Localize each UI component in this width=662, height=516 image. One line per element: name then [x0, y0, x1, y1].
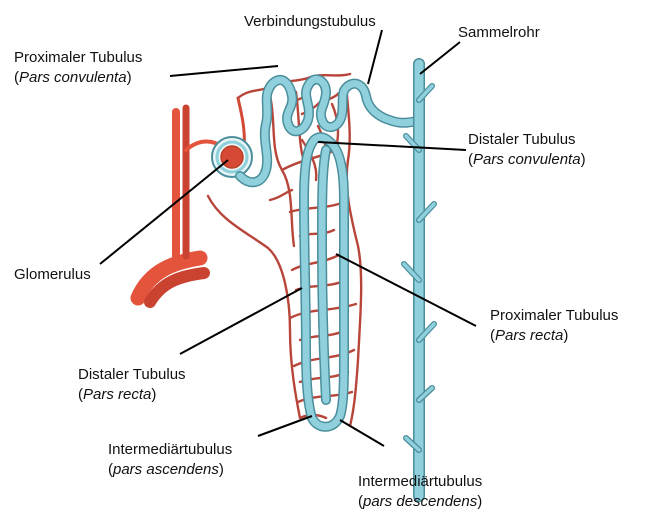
intermediate-descending-name: Intermediärtubulus — [358, 472, 482, 492]
proximal-convoluted-name: Proximaler Tubulus — [14, 48, 142, 68]
distal-straight-part: (Pars recta) — [78, 385, 186, 405]
intermediate-ascending-part: (pars ascendens) — [108, 460, 232, 480]
leader-distal-straight — [180, 288, 302, 354]
proximal-convoluted-part: (Pars convulenta) — [14, 68, 142, 88]
verbindungstubulus-name: Verbindungstubulus — [244, 13, 376, 30]
leader-intermediate-descending — [340, 420, 384, 446]
glomerulus-tuft — [221, 146, 243, 168]
label-glomerulus: Glomerulus — [14, 265, 91, 285]
leader-intermediate-ascending — [258, 416, 312, 436]
label-distal-straight: Distaler Tubulus (Pars recta) — [78, 365, 186, 405]
intermediate-ascending-name: Intermediärtubulus — [108, 440, 232, 460]
leader-sammelrohr — [420, 42, 460, 74]
sammelrohr-name: Sammelrohr — [458, 24, 540, 41]
glomerulus-name: Glomerulus — [14, 266, 91, 283]
label-proximal-convoluted: Proximaler Tubulus (Pars convulenta) — [14, 48, 142, 88]
label-intermediate-descending: Intermediärtubulus (pars descendens) — [358, 472, 482, 512]
intermediate-descending-part: (pars descendens) — [358, 492, 482, 512]
leader-glomerulus — [100, 160, 228, 264]
label-verbindungstubulus: Verbindungstubulus — [244, 12, 376, 32]
label-distal-convoluted: Distaler Tubulus (Pars convulenta) — [468, 130, 586, 170]
distal-straight-name: Distaler Tubulus — [78, 365, 186, 385]
label-proximal-straight: Proximaler Tubulus (Pars recta) — [490, 306, 618, 346]
label-intermediate-ascending: Intermediärtubulus (pars ascendens) — [108, 440, 232, 480]
proximal-straight-part: (Pars recta) — [490, 326, 618, 346]
leader-proximal-convoluted — [170, 66, 278, 76]
distal-convoluted-name: Distaler Tubulus — [468, 130, 586, 150]
distal-convoluted-part: (Pars convulenta) — [468, 150, 586, 170]
leader-verbindungstubulus — [368, 30, 382, 84]
label-sammelrohr: Sammelrohr — [458, 23, 540, 43]
collecting-duct — [404, 64, 434, 496]
proximal-straight-name: Proximaler Tubulus — [490, 306, 618, 326]
